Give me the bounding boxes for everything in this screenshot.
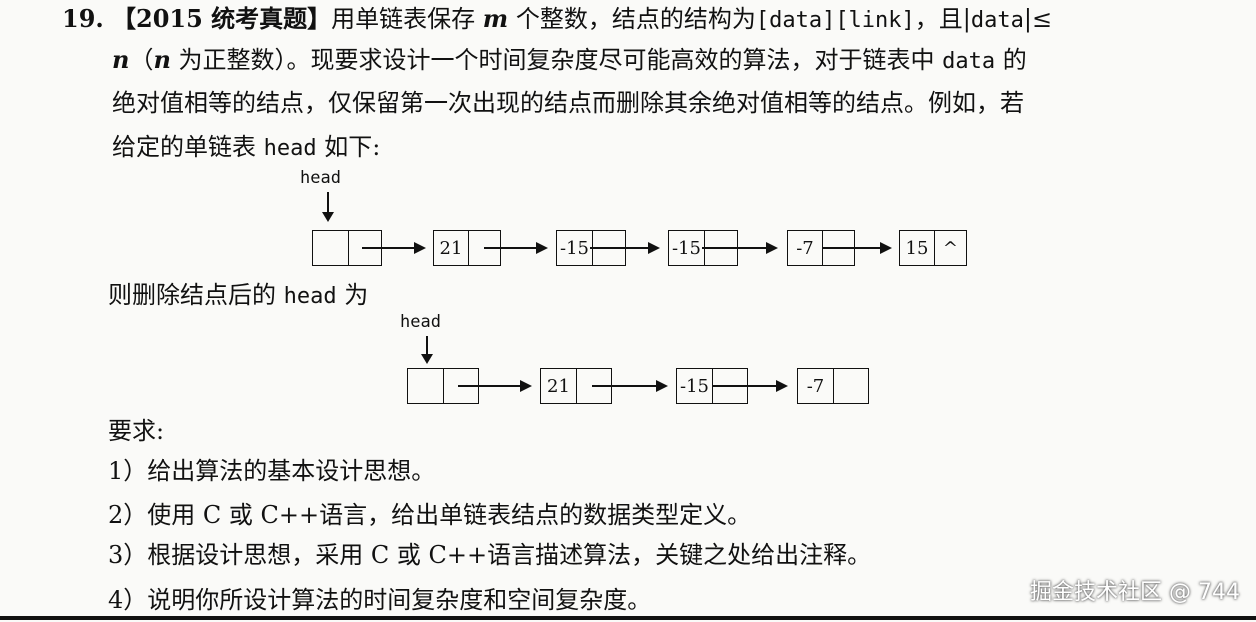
requirement-item: 2）使用 C 或 C++语言，给出单链表结点的数据类型定义。 [108, 501, 752, 529]
question-line-3: 绝对值相等的结点，仅保留第一次出现的结点而删除其余绝对值相等的结点。例如，若 [112, 89, 1024, 117]
requirement-item: 3）根据设计思想，采用 C 或 C++语言描述算法，关键之处给出注释。 [108, 541, 872, 569]
question-line-2: n（n 为正整数）。现要求设计一个时间复杂度尽可能高效的算法，对于链表中 dat… [112, 45, 1027, 74]
link-arrow [458, 380, 532, 392]
struct-code: [data][link] [755, 8, 915, 33]
link-arrow [590, 242, 660, 254]
link-arrow [484, 242, 548, 254]
watermark: 掘金技术社区 @ 744 [1030, 580, 1240, 605]
requirements-title: 要求: [108, 417, 165, 445]
list-node-tail: 15^ [899, 230, 967, 266]
question-number: 19. [62, 4, 104, 33]
link-arrow [362, 242, 426, 254]
head-pointer-before [322, 192, 334, 222]
question-line-4: 给定的单链表 head 如下: [112, 133, 381, 161]
question-line-1: 【2015 统考真题】用单链表保存 m 个整数，结点的结构为[data][lin… [112, 4, 1053, 33]
list-node: 21 [540, 368, 612, 404]
requirement-item: 1）给出算法的基本设计思想。 [108, 457, 436, 485]
link-arrow [592, 380, 668, 392]
requirement-item: 4）说明你所设计算法的时间复杂度和空间复杂度。 [108, 586, 652, 614]
question-source: 【2015 统考真题】 [112, 4, 332, 33]
head-label-after: head [400, 312, 441, 332]
list-node-tail-after: -7 [797, 368, 869, 404]
result-caption: 则删除结点后的 head 为 [108, 281, 369, 309]
link-arrow [712, 380, 788, 392]
head-pointer-after [421, 336, 433, 364]
null-link-symbol: ^ [942, 237, 959, 259]
page-edge [0, 616, 1256, 620]
link-arrow [822, 242, 892, 254]
link-arrow [702, 242, 778, 254]
head-label-before: head [300, 168, 341, 188]
